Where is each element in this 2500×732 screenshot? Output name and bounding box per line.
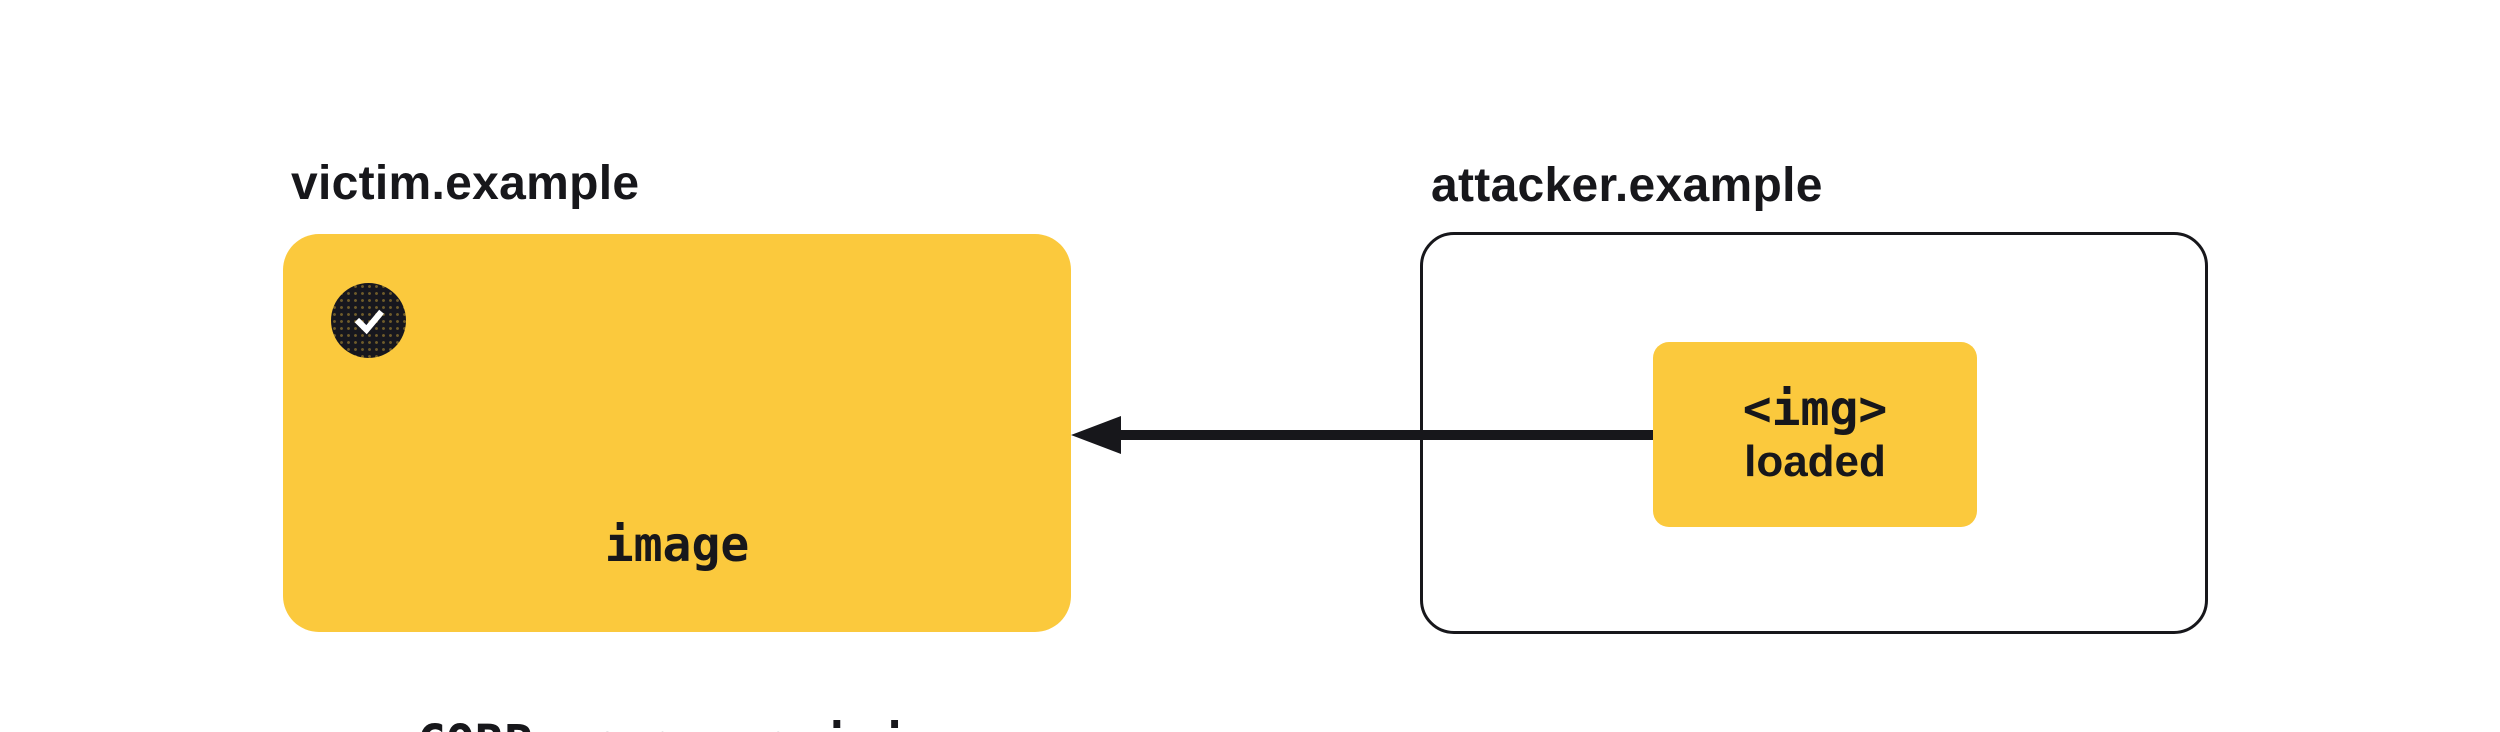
img-tag-text: <img> (1742, 380, 1888, 437)
victim-server-box: image CORP: cross-origin (283, 234, 1071, 732)
victim-resource-text: image CORP: cross-origin (283, 380, 1071, 732)
victim-domain-label: victim.example (291, 157, 640, 210)
embedded-image-box: <img> loaded (1653, 342, 1977, 527)
attacker-domain-label: attacker.example (1431, 159, 1823, 212)
img-loaded-text: loaded (1744, 436, 1886, 486)
request-arrow-shaft (1116, 430, 1655, 440)
attacker-page-box: <img> loaded (1420, 232, 2208, 634)
resource-name: image (604, 517, 750, 573)
allowed-check-badge (331, 283, 406, 358)
checkmark-icon (354, 309, 384, 334)
resource-corp-header: CORP: cross-origin (283, 710, 1071, 732)
request-arrow-head-icon (1071, 416, 1121, 454)
